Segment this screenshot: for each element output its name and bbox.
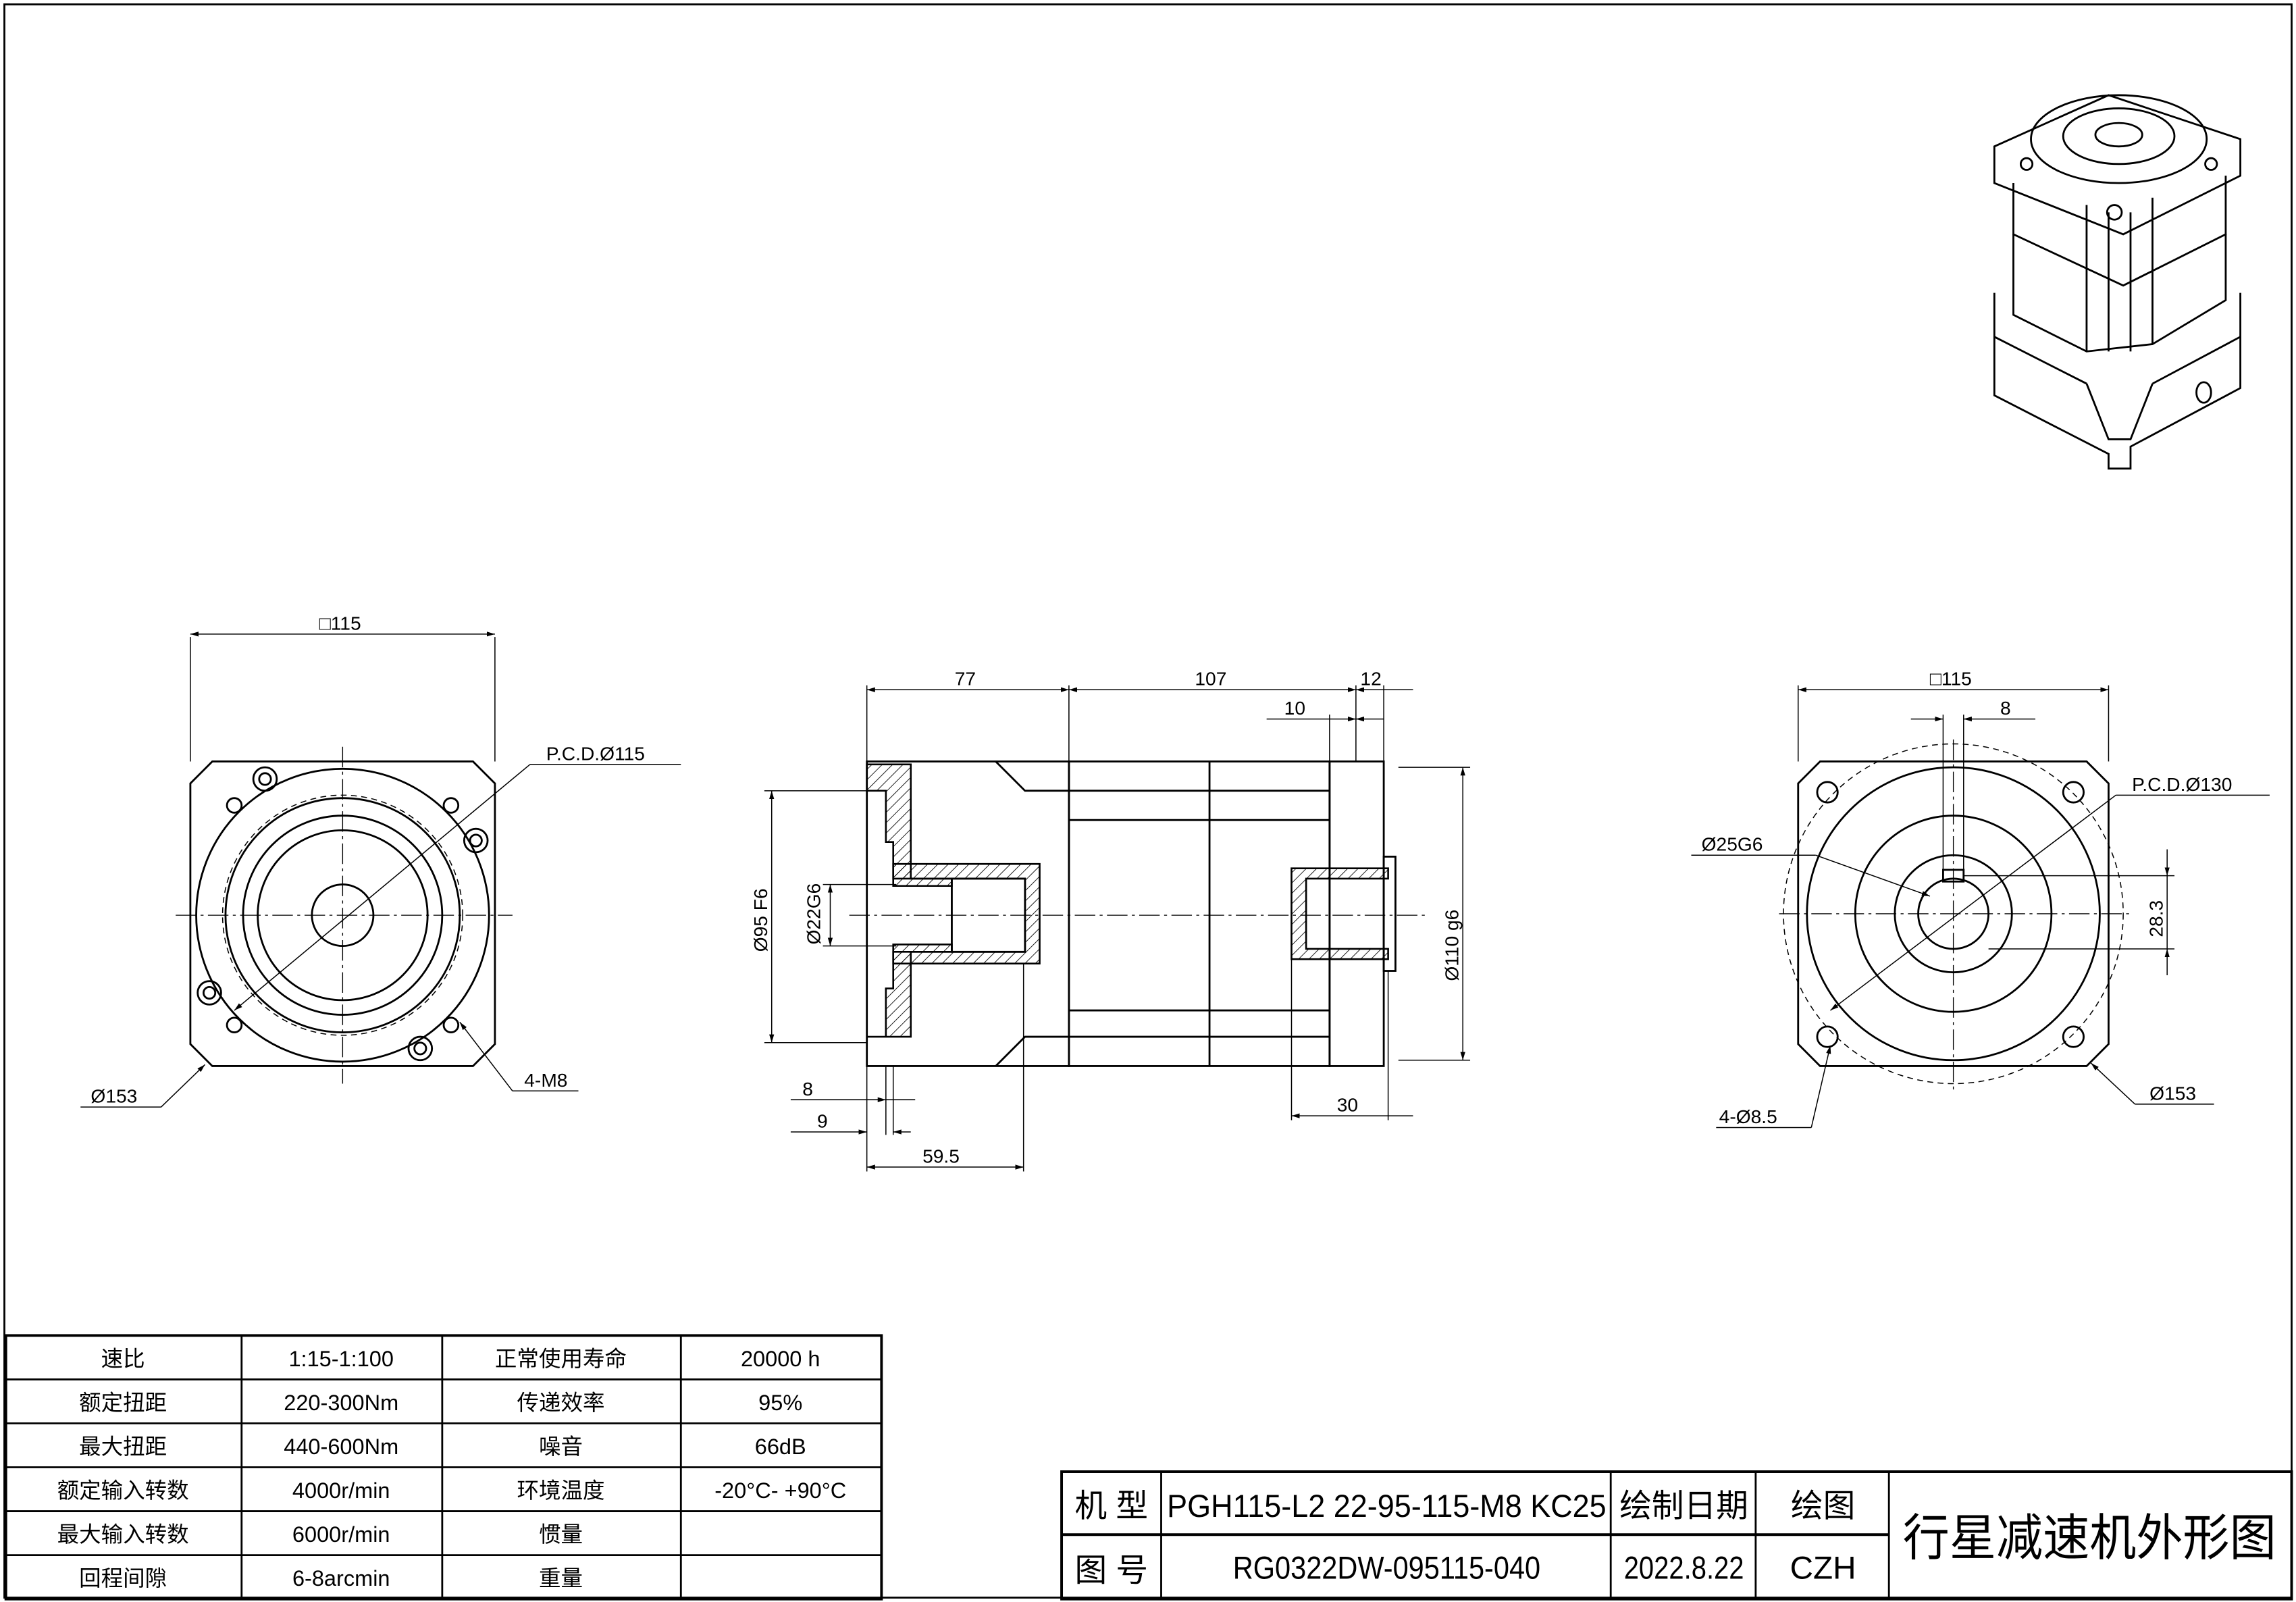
spec-value: 220-300Nm [284, 1391, 398, 1415]
dim-8: 8 [802, 1078, 813, 1100]
spec-label: 惯量 [539, 1522, 583, 1547]
dim-key-width: 8 [2000, 697, 2011, 719]
spec-value: 440-600Nm [284, 1435, 398, 1459]
date-value: 2022.8.22 [1624, 1550, 1744, 1586]
bolt-holes [197, 766, 489, 1062]
spec-label: 额定扭距 [79, 1391, 167, 1415]
dim-shaft: Ø25G6 [1702, 833, 1763, 855]
spec-label: 回程间隙 [79, 1566, 167, 1591]
spec-label: 额定输入转数 [57, 1478, 189, 1503]
model-label: 机 型 [1074, 1489, 1148, 1524]
dim-pcd-right: P.C.D.Ø130 [2132, 773, 2232, 795]
dim-59-5: 59.5 [922, 1145, 960, 1167]
dim-key-height: 28.3 [2145, 900, 2167, 937]
dim-10: 10 [1284, 697, 1305, 719]
drawing-no-value: RG0322DW-095115-040 [1233, 1550, 1540, 1586]
dim-outer-dia: Ø153 [90, 1085, 137, 1107]
spec-label: 正常使用寿命 [495, 1347, 627, 1371]
spec-label: 最大扭距 [79, 1435, 167, 1459]
dim-77: 77 [955, 668, 976, 690]
spec-value: 95% [758, 1391, 802, 1415]
spec-table: 速比 1:15-1:100 正常使用寿命 20000 h 额定扭距 220-30… [4, 1334, 883, 1601]
spec-value: 20000 h [741, 1347, 820, 1371]
spec-label: 环境温度 [517, 1478, 604, 1503]
dim-pcd: P.C.D.Ø115 [546, 742, 645, 764]
spec-value: 6-8arcmin [292, 1566, 390, 1591]
title-block: 机 型 PGH115-L2 22-95-115-M8 KC25 绘制日期 绘图 … [1060, 1470, 2293, 1601]
spec-value: 66dB [755, 1435, 806, 1459]
dim-input-bore: Ø22G6 [802, 883, 824, 945]
dim-output-pilot: Ø110 g6 [1441, 910, 1463, 981]
front-view-input: □115 P.C.D.Ø115 Ø153 4-M8 [80, 612, 681, 1108]
sheet-border [3, 3, 2293, 1599]
dim-outer-dia-right: Ø153 [2149, 1082, 2196, 1104]
spec-label: 最大输入转数 [57, 1522, 189, 1547]
drawing-title: 行星减速机外形图 [1903, 1510, 2276, 1566]
spec-value: 1:15-1:100 [288, 1347, 393, 1371]
spec-value: 4000r/min [292, 1478, 390, 1503]
dim-107: 107 [1195, 668, 1226, 690]
dim-holes: 4-Ø8.5 [1719, 1106, 1777, 1127]
spec-label: 速比 [101, 1347, 145, 1371]
spec-label: 噪音 [539, 1435, 583, 1459]
spec-label: 传递效率 [517, 1391, 604, 1415]
drawer-value: CZH [1790, 1550, 1856, 1586]
side-section-view: 77 107 12 10 Ø95 F6 Ø22G6 Ø110 g6 8 9 59… [750, 668, 1471, 1172]
dim-square-115-right: □115 [1930, 668, 1972, 690]
drawer-label: 绘图 [1791, 1489, 1855, 1524]
date-label: 绘制日期 [1619, 1489, 1748, 1524]
spec-value: -20°C- +90°C [714, 1478, 846, 1503]
model-value: PGH115-L2 22-95-115-M8 KC25 [1167, 1489, 1607, 1524]
dim-pilot: Ø95 F6 [750, 888, 771, 952]
isometric-view [1993, 94, 2242, 470]
spec-label: 重量 [539, 1566, 583, 1591]
dim-9: 9 [817, 1110, 828, 1132]
front-view-output: □115 8 P.C.D.Ø130 Ø25G6 28.3 4-Ø8.5 Ø153 [1691, 668, 2270, 1129]
dim-bolt: 4-M8 [524, 1069, 567, 1091]
dim-30: 30 [1337, 1094, 1358, 1116]
spec-value: 6000r/min [292, 1522, 390, 1547]
dim-square-115: □115 [319, 612, 361, 634]
dim-12: 12 [1360, 668, 1381, 690]
drawing-no-label: 图 号 [1074, 1553, 1148, 1589]
